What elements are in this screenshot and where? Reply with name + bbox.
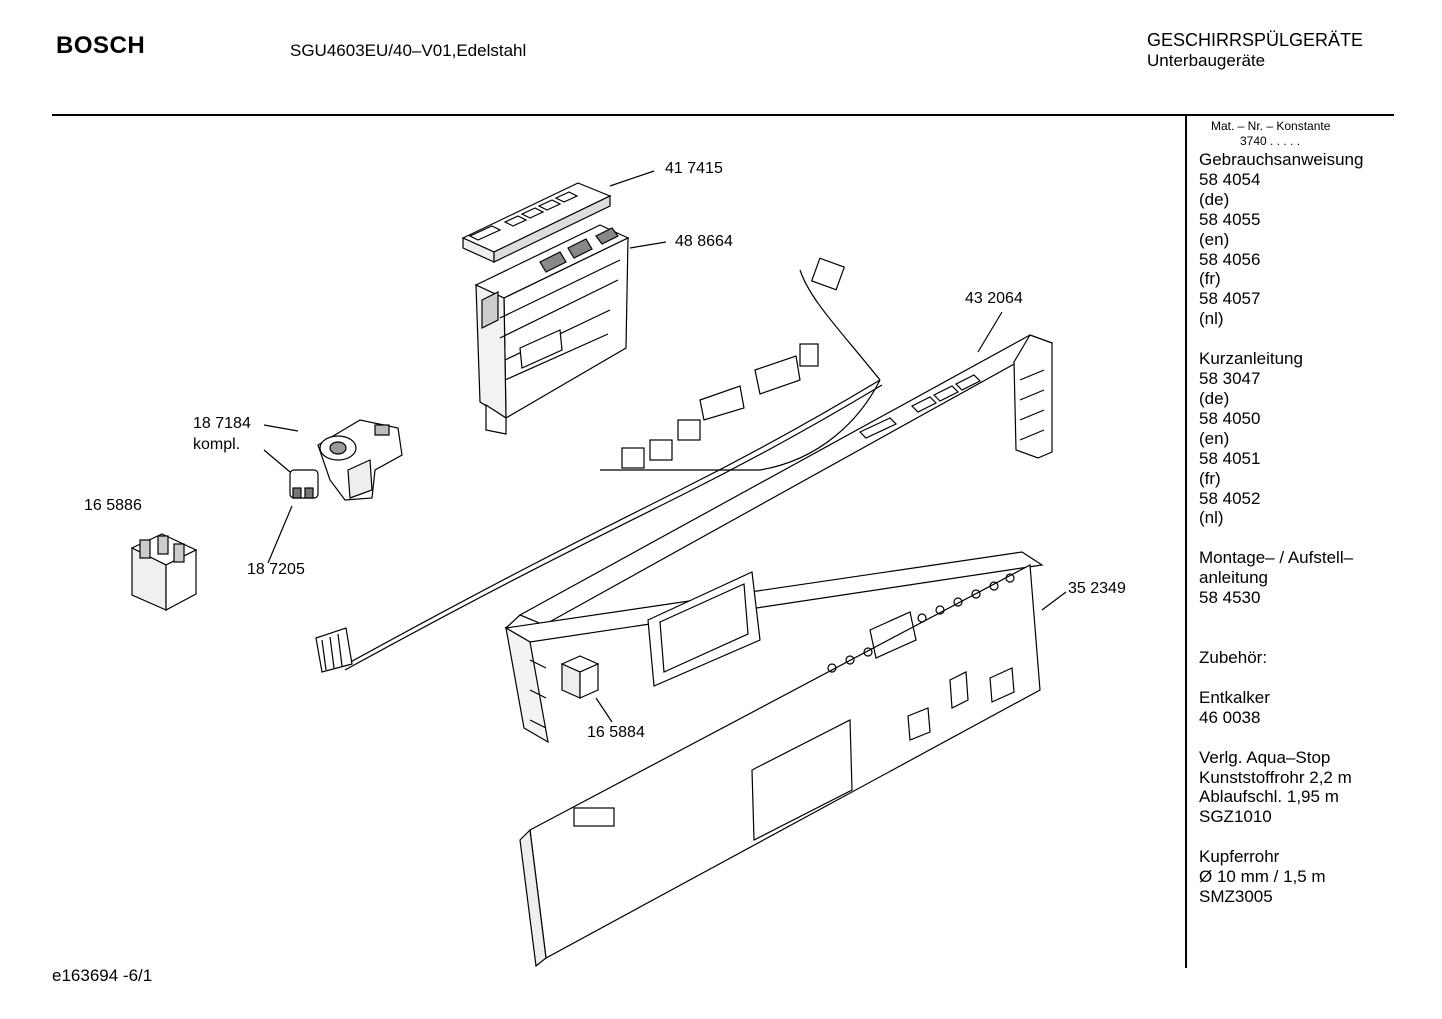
- sidebar-line: 46 0038: [1199, 707, 1261, 727]
- sidebar-line: Zubehör:: [1199, 647, 1268, 667]
- sidebar-line: (de): [1199, 189, 1230, 209]
- part-number-432064: 43 2064: [965, 290, 1023, 307]
- leader-lines: [263, 170, 1067, 723]
- subcategory-title: Unterbaugeräte: [1147, 51, 1266, 70]
- sidebar-line: (fr): [1199, 468, 1221, 488]
- sidebar-line: 58 4054: [1199, 169, 1261, 189]
- exploded-parts-diagram: [130, 170, 1067, 968]
- model-title: SGU4603EU/40–V01,Edelstahl: [290, 41, 527, 60]
- sidebar-line: (en): [1199, 428, 1230, 448]
- part-number-417415: 41 7415: [665, 160, 723, 177]
- small-block-part: [560, 655, 600, 699]
- drawing-id: e163694 -6/1: [52, 966, 153, 985]
- part-note-kompl: kompl.: [193, 436, 241, 453]
- cable-harness-part: [315, 257, 883, 673]
- relay-part: [130, 533, 198, 611]
- sidebar-line: Gebrauchsanweisung: [1199, 150, 1364, 169]
- part-number-165886: 16 5886: [84, 497, 142, 514]
- sidebar-line: 58 4051: [1199, 448, 1261, 468]
- sidebar-line: (fr): [1199, 269, 1221, 289]
- sidebar-line: Ø 10 mm / 1,5 m: [1199, 867, 1326, 887]
- sidebar-line: Kunststoffrohr 2,2 m: [1199, 767, 1352, 787]
- part-number-187205: 18 7205: [247, 561, 305, 578]
- control-module-part: [474, 224, 630, 435]
- sidebar-group: Zubehör:: [1199, 648, 1394, 668]
- sidebar-line: Entkalker: [1199, 687, 1270, 707]
- sidebar-line: 58 4056: [1199, 249, 1261, 269]
- sidebar-divider: [1185, 114, 1187, 968]
- mat-number-header: Mat. – Nr. – Konstante: [1211, 119, 1331, 133]
- sidebar-line: (nl): [1199, 508, 1224, 528]
- sidebar-line: (nl): [1199, 309, 1224, 329]
- capacitor-part: [289, 469, 319, 499]
- sidebar-line: SMZ3005: [1199, 887, 1273, 907]
- sidebar-line: Montage– / Aufstell–: [1199, 548, 1354, 568]
- sidebar-line: 58 4052: [1199, 488, 1261, 508]
- sidebar-line: (de): [1199, 388, 1230, 408]
- header-divider: [52, 114, 1394, 116]
- part-number-165884: 16 5884: [587, 724, 645, 741]
- valve-assembly-part: [317, 419, 403, 501]
- sidebar-line: Verlg. Aqua–Stop: [1199, 747, 1331, 767]
- sidebar-line: [1199, 608, 1394, 628]
- button-strip-part: [461, 182, 612, 263]
- part-number-352349: 35 2349: [1068, 580, 1126, 597]
- part-number-488664: 48 8664: [675, 233, 733, 250]
- top-frame-part: [504, 334, 1054, 641]
- sidebar-line: 58 4050: [1199, 408, 1261, 428]
- part-number-187184: 18 7184: [193, 415, 251, 432]
- sidebar-line: Kupferrohr: [1199, 847, 1280, 867]
- sidebar-line: 58 4057: [1199, 289, 1261, 309]
- sidebar-line: Ablaufschl. 1,95 m: [1199, 787, 1339, 807]
- sidebar-line: 58 3047: [1199, 369, 1261, 389]
- front-panel-part: [504, 551, 1044, 968]
- sidebar-line: 58 4055: [1199, 209, 1261, 229]
- sidebar-line: 58 4530: [1199, 588, 1261, 608]
- sidebar-line: Kurzanleitung: [1199, 349, 1303, 369]
- sidebar-line: anleitung: [1199, 568, 1269, 588]
- brand-logo: BOSCH: [56, 32, 146, 59]
- sidebar-line: (en): [1199, 229, 1230, 249]
- sidebar-line: SGZ1010: [1199, 807, 1272, 827]
- mat-number-code: 3740 . . . . .: [1240, 134, 1301, 148]
- category-title: GESCHIRRSPÜLGERÄTE: [1147, 30, 1364, 50]
